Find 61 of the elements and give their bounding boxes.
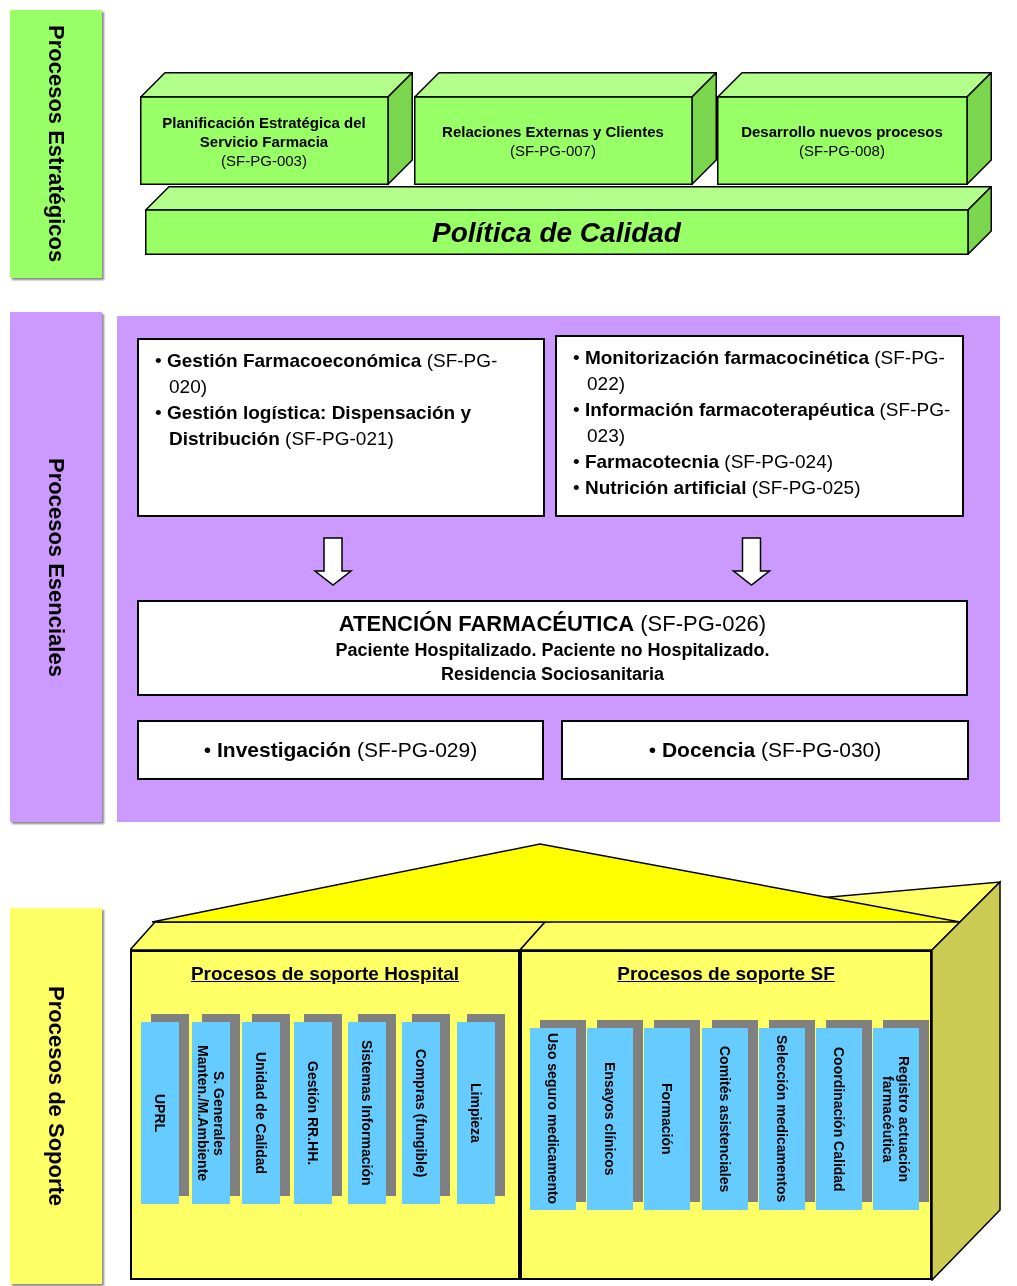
binder-label: Gestión RR.HH. (305, 1060, 321, 1166)
process-box (137, 600, 968, 696)
process-box (137, 338, 545, 517)
block-title: Desarrollo nuevos procesos (741, 122, 943, 141)
binder (759, 1020, 815, 1210)
process-code: (SF-PG-007) (510, 141, 596, 160)
process-code: (SF-PG-003) (221, 150, 307, 170)
process-box (137, 720, 544, 780)
binder (644, 1020, 700, 1210)
box-heading: ATENCIÓN FARMACÉUTICA (SF-PG-026) (338, 610, 767, 638)
binder (402, 1014, 450, 1204)
binder-label: Comités asistenciales (717, 1045, 733, 1193)
binder (530, 1020, 586, 1210)
binder-label: Sistemas Información (359, 1040, 375, 1186)
binder (348, 1014, 396, 1204)
binder (192, 1014, 240, 1204)
binder-label: Compras (fungible) (413, 1048, 429, 1178)
binder-label: UPRL (152, 1093, 168, 1133)
binder-label: S. Generales Manten./M.Ambiente (195, 1043, 227, 1184)
list-item: • Gestión logística: Dispensación y Distribución (SF-PG-021) (155, 401, 472, 451)
binder (294, 1014, 342, 1204)
binder-label: Formación (659, 1083, 675, 1155)
list-item: • Investigación (SF-PG-029) (203, 737, 478, 764)
binder (141, 1014, 189, 1204)
block-title: Relaciones Externas y Clientes (442, 122, 664, 141)
process-code: (SF-PG-008) (799, 141, 885, 160)
binder-label: Unidad de Calidad (253, 1051, 269, 1175)
section-heading: Procesos de soporte Hospital (190, 962, 460, 986)
list-item: • Farmacotecnia (SF-PG-024) (573, 450, 835, 474)
band-label: Procesos Estratégicos (44, 25, 68, 263)
panel-background (117, 316, 1000, 822)
side-band (10, 908, 102, 1284)
block-arrow (731, 537, 772, 586)
binder-label: Ensayos clínicos (602, 1062, 618, 1176)
binder (816, 1020, 872, 1210)
binder-label: Uso seguro medicamento (545, 1033, 561, 1205)
list-item: • Gestión Farmacoeconómica (SF-PG-020) (155, 349, 499, 399)
block-arrow (312, 537, 354, 586)
binder (457, 1014, 505, 1204)
binder-label: Limpieza (468, 1083, 484, 1143)
slab-title: Política de Calidad (432, 215, 681, 250)
side-band (10, 312, 102, 822)
section-heading: Procesos de soporte SF (617, 962, 835, 986)
block-title: Planificación Estratégica del Servicio Farmacia (161, 112, 367, 151)
list-item: • Información farmacoterapéutica (SF-PG-023) (573, 398, 952, 448)
binder-label: Coordinación Calidad (831, 1046, 847, 1192)
list-item: • Nutrición artificial (SF-PG-025) (573, 476, 862, 500)
side-band (10, 10, 102, 278)
binder-label: Registro actuación farmacéutica (880, 1055, 912, 1184)
binder (702, 1020, 758, 1210)
binder (587, 1020, 643, 1210)
list-item: • Docencia (SF-PG-030) (648, 737, 882, 764)
band-label: Procesos de Soporte (44, 985, 68, 1207)
box-subtitle: Paciente Hospitalizado. Paciente no Hospitalizado. Residencia Sociosanitaria (334, 639, 771, 686)
binder-label: Selección medicamentos (774, 1035, 790, 1203)
process-box (561, 720, 969, 780)
process-box (555, 335, 964, 517)
list-item: • Monitorización farmacocinética (SF-PG-022) (573, 346, 946, 396)
binder (873, 1020, 929, 1210)
binder (242, 1014, 290, 1204)
band-label: Procesos Esenciales (44, 457, 68, 677)
